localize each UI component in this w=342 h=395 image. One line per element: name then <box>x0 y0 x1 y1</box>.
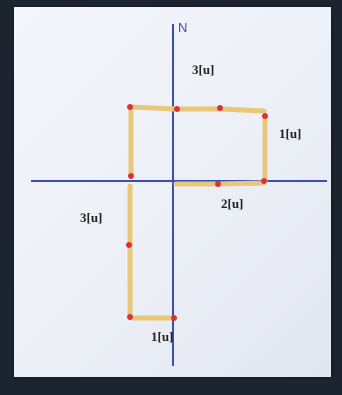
match-head <box>127 104 133 110</box>
match-head <box>174 106 180 112</box>
matchstick <box>131 107 175 109</box>
match-head <box>215 181 221 187</box>
label-bottom-length: 1[u] <box>151 329 173 345</box>
label-right-length: 1[u] <box>279 126 301 142</box>
match-head <box>128 173 134 179</box>
match-head <box>126 242 132 248</box>
label-middle-length: 2[u] <box>221 196 243 212</box>
match-head <box>262 113 268 119</box>
label-top-length: 3[u] <box>192 62 214 78</box>
match-head <box>127 314 133 320</box>
match-head <box>261 178 267 184</box>
match-head <box>217 105 223 111</box>
matchstick <box>221 109 264 111</box>
match-head <box>171 315 177 321</box>
label-left-length: 3[u] <box>80 210 102 226</box>
matchstick <box>219 183 263 184</box>
